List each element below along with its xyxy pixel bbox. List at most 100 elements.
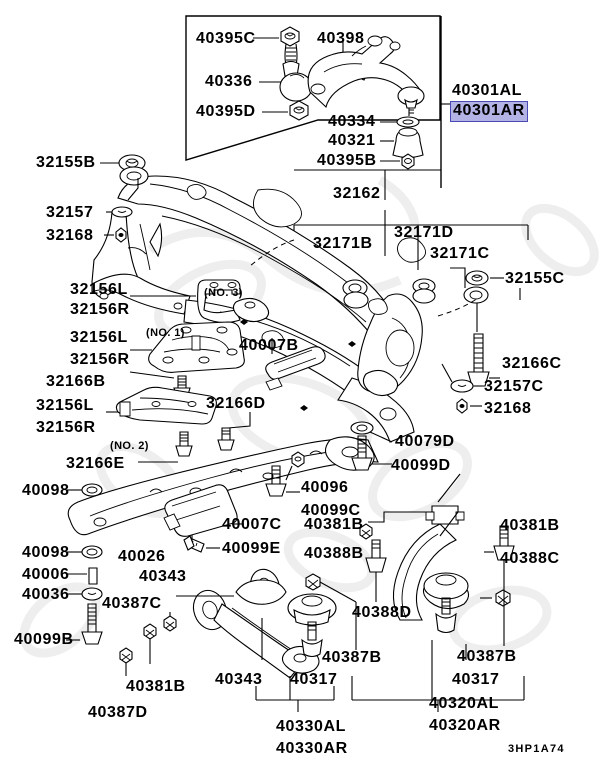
part-40334-washer (380, 116, 420, 128)
callout-40343-lower: 40343 (215, 671, 263, 688)
callout-40381B-left: 40381B (126, 678, 186, 695)
callout-40301AL: 40301AL (452, 82, 523, 99)
part-40098-lower-bushing (66, 545, 103, 559)
callout-40099D: 40099D (391, 457, 451, 474)
callout-32166E: 32166E (66, 455, 125, 472)
part-32156-no2-bracket (106, 386, 217, 425)
part-40036-washer (66, 587, 103, 601)
callout-40343-upper: 40343 (139, 568, 187, 585)
callout-40096: 40096 (301, 479, 349, 496)
upper-arm-detail-box (185, 15, 441, 161)
part-40099C-bolt (265, 465, 300, 497)
callout-40036: 40036 (22, 586, 70, 603)
part-40006-pin (66, 567, 98, 585)
callout-32156R-no2: 32156R (36, 419, 96, 436)
callout-40026: 40026 (118, 548, 166, 565)
callout-40388B: 40388B (304, 545, 364, 562)
upper-control-arm (307, 35, 423, 109)
callout-32162: 32162 (333, 185, 381, 202)
part-40007B-bushing (265, 338, 326, 391)
part-40099E-bolt (183, 535, 220, 553)
part-32156-no3-mount (130, 279, 270, 324)
part-40098-upper-bushing (66, 483, 103, 497)
callout-40301AR-highlighted[interactable]: 40301AR (450, 101, 528, 122)
part-40099D-bolt (351, 435, 392, 471)
callout-40317-right: 40317 (452, 671, 500, 688)
callout-40330AL: 40330AL (276, 718, 347, 735)
part-40395C-nut (253, 26, 300, 47)
callout-40006: 40006 (22, 566, 70, 583)
part-40395D-nut (262, 100, 309, 121)
part-40381B-nut-left (119, 647, 133, 664)
callout-40395B: 40395B (317, 152, 377, 169)
callout-40395D: 40395D (196, 103, 256, 120)
callout-40079D: 40079D (395, 433, 455, 450)
callout-40007C: 40007C (222, 516, 282, 533)
upper-arm-ball-joint (397, 86, 425, 116)
callout-32156R-no1: 32156R (70, 351, 130, 368)
callout-32168: 32168 (46, 227, 94, 244)
lower-arm-assembly-right (351, 473, 525, 712)
callout-40330AR: 40330AR (276, 740, 348, 757)
callout-32166D: 32166D (206, 395, 266, 412)
callout-40336: 40336 (205, 73, 253, 90)
callout-40099B: 40099B (14, 631, 74, 648)
callout-32157C: 32157C (484, 378, 544, 395)
callout-40387D: 40387D (88, 704, 148, 721)
callout-40381B-mid: 40381B (304, 516, 364, 533)
part-32166E-bolt (138, 431, 193, 463)
callout-40381B-right: 40381B (500, 517, 560, 534)
callout-32166C: 32166C (502, 355, 562, 372)
callout-32171C: 32171C (430, 245, 490, 262)
part-40007C-bushing (163, 484, 244, 537)
part-32156-no1-bracket (130, 321, 245, 373)
part-40387C-nut (163, 612, 177, 632)
part-32166D-bolt (217, 412, 251, 451)
callout-40007B: 40007B (239, 337, 299, 354)
part-40321-dust-cover (380, 127, 424, 159)
callout-40098-lower: 40098 (22, 544, 70, 561)
callout-32157: 32157 (46, 204, 94, 221)
part-40336-ball-joint (259, 43, 313, 102)
callout-32156L-no2: 32156L (36, 397, 94, 414)
part-40096-nut (285, 451, 305, 481)
callout-40321: 40321 (328, 132, 376, 149)
steering-knuckle (357, 293, 423, 397)
callout-32155B: 32155B (36, 154, 96, 171)
callout-32166B: 32166B (46, 373, 106, 390)
callout-40320AL: 40320AL (429, 695, 500, 712)
callout-40387C: 40387C (102, 595, 162, 612)
front-suspension-crossmember (91, 175, 426, 443)
callout-40387B-center: 40387B (322, 649, 382, 666)
callout-no3-annotation: (NO. 3) (204, 287, 243, 299)
callout-40099C: 40099C (301, 502, 361, 519)
part-32157-washer (106, 178, 139, 218)
part-40079D-washer (350, 421, 393, 443)
diagram-code: 3HP1A74 (508, 743, 565, 755)
callout-32156L-no1: 32156L (70, 329, 128, 346)
part-40395B-nut (380, 153, 415, 170)
callout-32156L-no3: 32156L (70, 281, 128, 298)
callout-40398: 40398 (317, 30, 365, 47)
callout-32156R-no3: 32156R (70, 301, 130, 318)
part-40099B-bolt (66, 603, 103, 645)
callout-40387B-right: 40387B (457, 648, 517, 665)
lower-arm-assembly-bottom (176, 568, 357, 712)
bushings-32171 (249, 239, 436, 309)
right-fastener-stack (437, 267, 504, 414)
part-32168-nut (104, 227, 127, 243)
part-32155B-bushing (100, 154, 149, 186)
callout-40317-center: 40317 (290, 671, 338, 688)
callout-40098-upper: 40098 (22, 482, 70, 499)
callout-32171D: 32171D (394, 224, 454, 241)
callout-40334: 40334 (328, 113, 376, 130)
callout-40320AR: 40320AR (429, 717, 501, 734)
callout-32168-right: 32168 (484, 400, 532, 417)
callout-32155C: 32155C (505, 270, 565, 287)
callout-32171B: 32171B (313, 235, 373, 252)
callout-40388C: 40388C (500, 550, 560, 567)
callout-no2-annotation: (NO. 2) (110, 440, 149, 452)
callout-40099E: 40099E (222, 540, 281, 557)
